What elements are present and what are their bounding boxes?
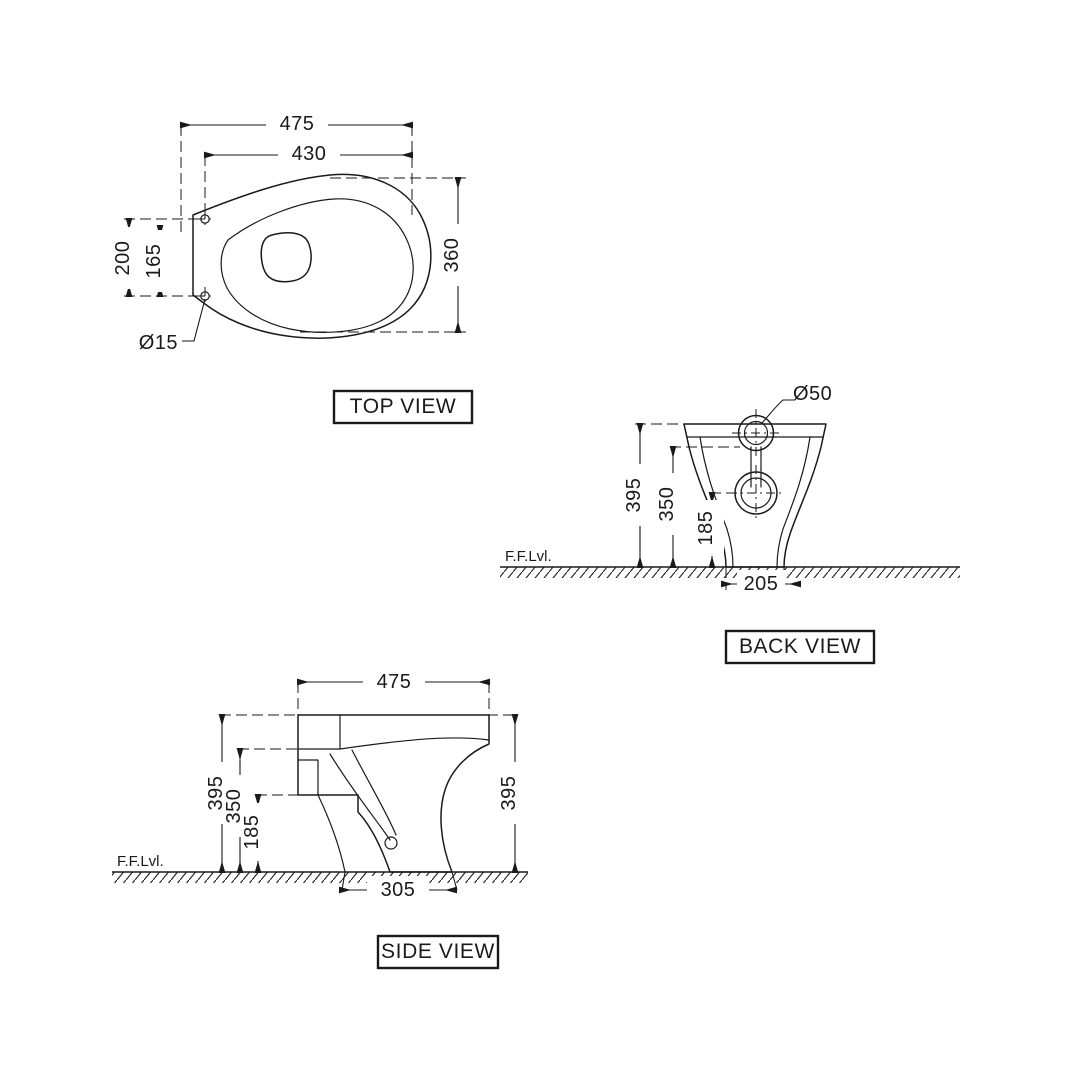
dimension-side-395-right: 395 [498, 714, 527, 873]
view-label-text: SIDE VIEW [381, 940, 495, 963]
callout-label: Ø50 [793, 383, 832, 405]
dimension-label: 430 [292, 143, 327, 165]
back-view-inner-left [699, 436, 734, 568]
callout-top-dia15: Ø15 [139, 298, 206, 354]
dimension-label: 305 [381, 879, 416, 901]
top-view-label: TOP VIEW [332, 389, 474, 425]
side-view-trap-diagonal [351, 749, 397, 836]
side-view-upper-block [297, 714, 341, 750]
dimension-label: 350 [656, 487, 678, 522]
dimension-label: 395 [623, 478, 645, 513]
top-view-rim-outline [220, 198, 414, 333]
dimension-top-475: 475 [180, 110, 413, 135]
view-label-text: BACK VIEW [739, 635, 861, 658]
side-view-group: F.F.Lvl. 475 395 [112, 668, 528, 970]
back-view-channel [750, 446, 762, 488]
dimension-label: 475 [377, 671, 412, 693]
dimension-back-185: 185 [695, 492, 724, 568]
side-view-base-contour [317, 794, 346, 873]
back-view-group: F.F.Lvl. 395 [500, 383, 960, 665]
dimension-label: 475 [280, 113, 315, 135]
dimension-label: 185 [695, 511, 717, 546]
dimension-top-430: 430 [204, 140, 413, 165]
dimension-top-360: 360 [441, 177, 470, 333]
dimension-label: 185 [241, 815, 263, 850]
side-view-floor-level: F.F.Lvl. [112, 853, 528, 883]
dimension-back-350: 350 [656, 446, 685, 568]
callout-label: Ø15 [139, 332, 178, 354]
side-view-trap-end [384, 836, 398, 850]
dimension-label: 395 [205, 776, 227, 811]
dimension-side-395-left: 395 [205, 714, 234, 873]
back-view-label: BACK VIEW [724, 629, 876, 665]
dimension-side-305: 305 [339, 871, 458, 901]
dimension-label: 165 [143, 244, 165, 279]
dimension-back-205: 205 [721, 567, 801, 595]
back-view-upper-outlet [732, 409, 780, 457]
top-view-group: 475 430 360 200 165 Ø15 [112, 110, 474, 425]
floor-level-label: F.F.Lvl. [117, 853, 164, 870]
top-view-drain-aperture [260, 232, 312, 283]
back-view-inner-right [776, 436, 811, 568]
back-view-floor-level: F.F.Lvl. [500, 548, 960, 578]
view-label-text: TOP VIEW [350, 395, 457, 418]
dimension-label: 350 [223, 789, 245, 824]
dimension-label: 395 [498, 776, 520, 811]
side-view-seat-taper [339, 737, 490, 750]
dimension-label: 360 [441, 238, 463, 273]
side-view-trap-diagonal-2 [329, 753, 391, 841]
dimension-back-395: 395 [623, 423, 652, 568]
side-view-front-contour [297, 759, 319, 796]
side-view-label: SIDE VIEW [376, 934, 500, 970]
top-view-outer-outline [192, 173, 432, 339]
dimension-label: 205 [744, 573, 779, 595]
dimension-side-475: 475 [297, 668, 490, 693]
callout-back-dia50: Ø50 [761, 383, 832, 424]
dimension-label: 200 [112, 241, 134, 276]
dimension-top-200: 200 [112, 218, 141, 297]
floor-level-label: F.F.Lvl. [505, 548, 552, 565]
side-view-outline [297, 714, 490, 873]
dimension-side-185: 185 [241, 794, 270, 873]
dimension-top-165: 165 [143, 225, 172, 297]
